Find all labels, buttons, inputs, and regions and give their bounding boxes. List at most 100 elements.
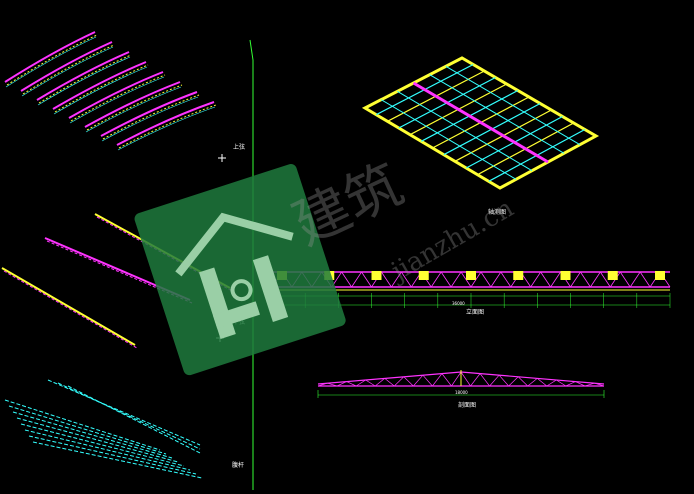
roof-truss — [397, 90, 533, 172]
truss-chord — [84, 81, 181, 128]
label-lower-chord: 下弦 — [233, 319, 246, 326]
web-diagonal — [355, 379, 366, 387]
web-diagonal — [490, 271, 502, 288]
web-diagonal — [311, 271, 323, 288]
web-diagonal — [440, 271, 452, 288]
web-diagonal — [346, 381, 357, 387]
roof-truss — [429, 74, 565, 154]
web-diagonal — [619, 271, 631, 288]
truss-chord — [20, 41, 113, 92]
web-diagonal — [413, 374, 424, 387]
web-diagonal — [489, 374, 500, 387]
truss-web — [102, 94, 200, 140]
web-diagonal — [470, 373, 481, 387]
web-diagonal — [517, 376, 528, 387]
truss-web — [46, 240, 193, 304]
truss-web — [69, 76, 165, 124]
section-total-dim: 18000 — [455, 390, 468, 395]
web-diagonal — [498, 374, 509, 387]
web-diagonal — [401, 271, 412, 288]
web-diagonal — [580, 271, 591, 288]
truss-chord — [116, 101, 215, 146]
roof-truss — [445, 65, 581, 146]
truss-web — [85, 86, 182, 133]
web-diagonal — [565, 381, 576, 387]
web-line — [67, 385, 201, 454]
web-diagonal — [451, 371, 462, 387]
truss-web — [53, 66, 148, 115]
node-plate — [607, 271, 618, 280]
web-diagonal — [317, 382, 328, 387]
web-diagonal — [391, 271, 402, 288]
web-diagonal — [590, 271, 601, 288]
web-line — [20, 423, 185, 467]
elevation-total-dim: 36000 — [452, 301, 465, 306]
truss-web — [37, 56, 131, 106]
node-plate — [513, 271, 524, 280]
label-web: 腹杆 — [232, 462, 245, 469]
web-diagonal — [336, 381, 347, 387]
truss-web — [117, 106, 216, 151]
web-line — [28, 435, 197, 475]
upper-chord-trusses — [4, 31, 217, 151]
web-diagonal — [365, 379, 376, 387]
web-diagonal — [450, 271, 462, 288]
node-plate — [324, 271, 335, 280]
label-section: 剖面图 — [458, 402, 477, 409]
web-line — [12, 411, 173, 459]
node-plate — [418, 271, 429, 280]
node-plate — [277, 271, 287, 280]
web-diagonal — [584, 382, 595, 387]
web-diagonal — [460, 371, 471, 387]
web-diagonal — [432, 373, 443, 387]
web-line — [16, 417, 179, 463]
roof-truss — [412, 81, 549, 164]
web-line — [4, 399, 161, 451]
web-diagonal — [629, 271, 641, 288]
roof-truss — [380, 99, 517, 180]
truss-web — [118, 104, 217, 149]
web-diagonal — [394, 376, 405, 387]
web-diagonal — [327, 382, 338, 387]
web-diagonal — [600, 271, 611, 288]
truss-chord — [1, 267, 136, 346]
web-diagonal — [540, 271, 551, 288]
truss-web — [5, 36, 97, 88]
web-diagonal — [550, 271, 561, 288]
label-upper-chord: 上弦 — [233, 144, 246, 151]
web-diagonal — [361, 271, 372, 288]
web-line — [8, 405, 167, 455]
truss-chord — [52, 61, 147, 110]
node-plate — [560, 271, 571, 280]
label-iso-view: 轴测图 — [488, 209, 507, 216]
truss-web — [86, 84, 183, 131]
truss-chord — [68, 71, 164, 119]
web-diagonal — [430, 271, 442, 288]
web-diagonal — [530, 271, 541, 288]
web-diagonal — [556, 379, 567, 387]
web-diagonal — [441, 373, 452, 387]
isometric-roof-view — [361, 56, 600, 190]
web-diagonal — [537, 378, 548, 387]
truss-web — [21, 46, 114, 97]
web-diagonal — [291, 271, 303, 288]
web-line — [47, 379, 201, 446]
web-diagonal — [639, 271, 651, 288]
web-diagonal — [575, 381, 586, 387]
truss-chord — [94, 213, 231, 289]
web-diagonal — [546, 379, 557, 387]
crosshair-cursor-icon — [218, 154, 226, 162]
truss-chord — [4, 31, 96, 83]
web-diagonal — [500, 271, 512, 288]
web-diagonal — [570, 271, 581, 288]
truss-web — [38, 54, 132, 104]
web-line — [32, 441, 203, 479]
truss-chord — [44, 237, 191, 301]
web-diagonal — [480, 271, 492, 288]
node-plate — [466, 271, 476, 280]
truss-web — [70, 74, 166, 122]
viewport-divider — [249, 39, 254, 490]
web-diagonal — [381, 271, 392, 288]
truss-section — [317, 370, 605, 398]
